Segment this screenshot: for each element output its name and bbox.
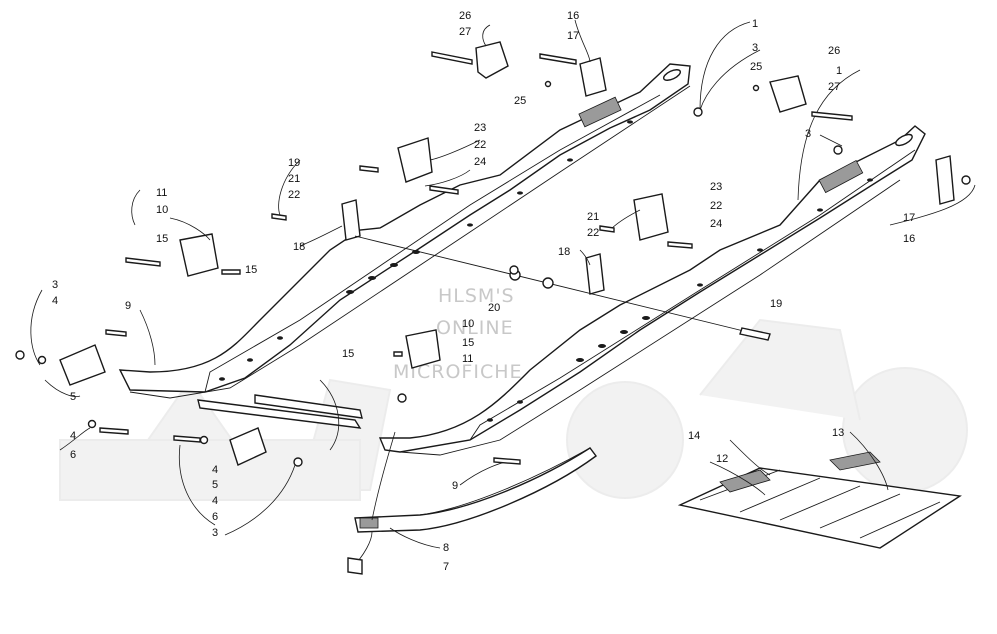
callout-label: 20: [488, 302, 500, 314]
wear-strips: [197, 394, 363, 429]
callout-label: 15: [156, 233, 168, 245]
callout-label: 22: [587, 227, 599, 239]
callout-label: 14: [688, 430, 700, 442]
watermark-line-3: MICROFICHE: [393, 361, 523, 383]
callout-label: 15: [245, 264, 257, 276]
callout-label: 19: [770, 298, 782, 310]
callout-label: 16: [903, 233, 915, 245]
callout-label: 11: [156, 187, 167, 199]
callout-label: 24: [474, 156, 486, 168]
callout-label: 4: [212, 464, 218, 476]
callout-label: 21: [288, 173, 300, 185]
callout-label: 10: [462, 318, 474, 330]
callout-label: 3: [752, 42, 758, 54]
callout-label: 11: [462, 353, 473, 365]
callout-label: 12: [716, 453, 728, 465]
callout-label: 26: [828, 45, 840, 57]
callout-label: 8: [443, 542, 449, 554]
fasteners: [15, 51, 971, 575]
watermark-line-2: ONLINE: [436, 317, 514, 339]
watermark-line-1: HLSM'S: [438, 285, 515, 307]
callout-label: 17: [567, 30, 579, 42]
callout-label: 23: [474, 122, 486, 134]
callout-label: 26: [459, 10, 471, 22]
callout-label: 10: [156, 204, 168, 216]
callout-label: 5: [70, 391, 76, 403]
callout-label: 21: [587, 211, 599, 223]
callout-label: 15: [462, 337, 474, 349]
callout-label: 15: [342, 348, 354, 360]
callout-label: 17: [903, 212, 915, 224]
slide-runner: [354, 447, 597, 533]
callout-label: 3: [212, 527, 218, 539]
callout-label: 4: [52, 295, 58, 307]
callout-label: 27: [828, 81, 840, 93]
callout-label: 3: [52, 279, 58, 291]
callout-label: 22: [474, 139, 486, 151]
callout-label: 5: [212, 479, 218, 491]
brackets: [179, 41, 955, 369]
callout-label: 23: [710, 181, 722, 193]
callout-label: 18: [558, 246, 570, 258]
callout-label: 1: [752, 18, 758, 30]
background-watermark-art: [59, 318, 968, 501]
left-slide-rail: [118, 63, 691, 399]
callout-label: 3: [805, 128, 811, 140]
callout-label: 19: [288, 157, 300, 169]
callout-label: 4: [212, 495, 218, 507]
callout-label: 7: [443, 561, 449, 573]
callout-label: 1: [836, 65, 842, 77]
callout-label: 9: [125, 300, 131, 312]
callout-label: 22: [288, 189, 300, 201]
callout-label: 13: [832, 427, 844, 439]
callout-label: 24: [710, 218, 722, 230]
right-slide-rail: [378, 125, 926, 456]
callout-label: 16: [567, 10, 579, 22]
callout-label: 25: [750, 61, 762, 73]
callout-labels: 1 1 3 3 3 3 4 4 4 4 5 5 6 6 7 8 9 9 10 1…: [52, 10, 915, 573]
callout-label: 9: [452, 480, 458, 492]
track-section: [677, 451, 962, 549]
watermark: HLSM'S ONLINE MICROFICHE: [393, 285, 523, 383]
callout-label: 27: [459, 26, 471, 38]
callout-label: 22: [710, 200, 722, 212]
callout-label: 4: [70, 430, 76, 442]
callout-label: 6: [212, 511, 218, 523]
bumpers: [59, 344, 267, 466]
callout-label: 18: [293, 241, 305, 253]
callout-label: 25: [514, 95, 526, 107]
callout-label: 6: [70, 449, 76, 461]
